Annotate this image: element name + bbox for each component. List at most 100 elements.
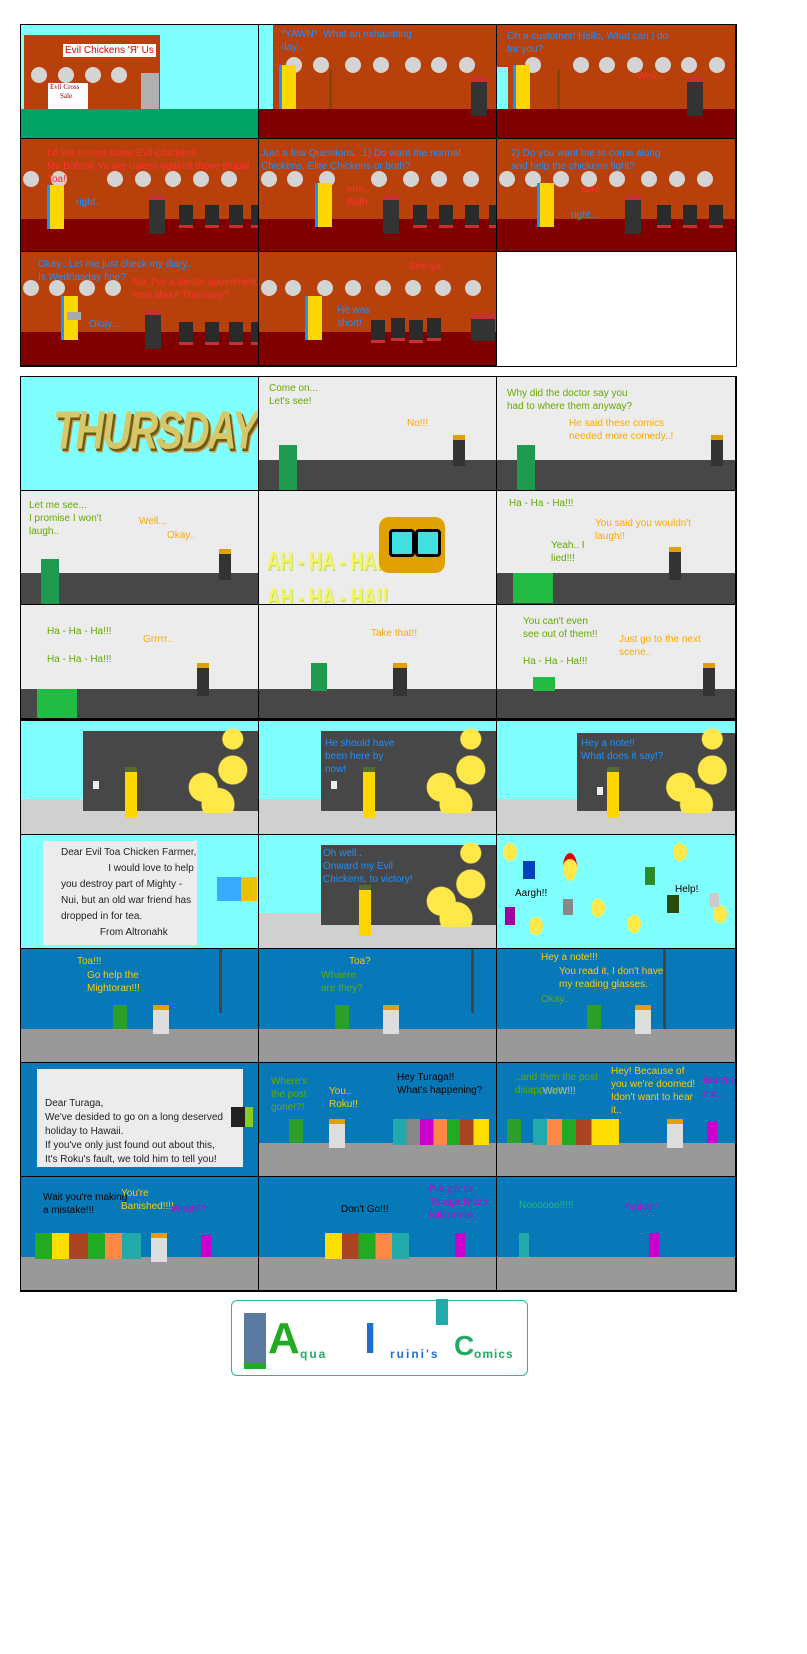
street <box>21 573 258 604</box>
chicken <box>529 917 543 935</box>
turaga-character <box>635 1005 651 1034</box>
turaga-character <box>153 1005 169 1034</box>
speech-bubble: Well... <box>637 71 665 82</box>
evil-chicken <box>229 205 243 228</box>
speech-bubble: Why did the doctor say you had to where … <box>507 388 633 412</box>
sale-poster: Evil Cross Sale <box>48 83 88 109</box>
speech-bubble: ..and then the post disappeared!! <box>515 1072 598 1096</box>
poster-line-2: Sale <box>60 92 73 100</box>
panel-grrrr: Ha - Ha - Ha!!! Ha - Ha - Ha!!! Grrrrr.. <box>21 605 259 719</box>
purple-matoran <box>707 1121 717 1143</box>
panel-altronahk-letter: Dear Evil Toa Chicken Farmer, I would lo… <box>21 835 259 949</box>
speech-bubble: Aargh!! <box>515 888 548 899</box>
note-paper <box>331 781 337 789</box>
comic-strip-1: Evil Chickens 'Я' Us Evil Cross Sale *YA… <box>20 24 737 367</box>
window <box>599 57 615 73</box>
window <box>609 171 625 187</box>
window <box>105 280 121 296</box>
speech-bubble: You.. Roku!! <box>329 1086 358 1110</box>
window <box>459 57 475 73</box>
turaga-character <box>383 1005 399 1034</box>
chicken <box>627 915 641 933</box>
speech-bubble: Toa? <box>349 956 371 967</box>
window <box>51 171 67 187</box>
window <box>465 280 481 296</box>
speech-bubble: What!?! <box>171 1204 206 1215</box>
farmer-matoran <box>667 895 679 913</box>
window <box>655 57 671 73</box>
matoran-group <box>35 1233 141 1259</box>
window <box>435 280 451 296</box>
panel-let-me-see: Let me see... I promise I won't laugh.. … <box>21 491 259 605</box>
chicken-group <box>181 727 255 813</box>
window <box>371 171 387 187</box>
letter-note: Dear Evil Toa Chicken Farmer, I would lo… <box>43 841 197 945</box>
bohrok-va-character <box>383 195 399 234</box>
panel-turaga-letter: Dear Turaga, We've desided to go on a lo… <box>21 1063 259 1177</box>
turaga-character <box>329 1119 345 1148</box>
panel-dont-go: Don't Go!!! I've got to.. Turaga Niczo t… <box>259 1177 497 1291</box>
panel-wheres-the-post: Where's the post gone!?! You.. Roku!! He… <box>259 1063 497 1177</box>
panel-thursday-title: THURSDAY <box>21 377 259 491</box>
empty-slot <box>497 252 736 366</box>
bohrok-va-character <box>145 310 161 349</box>
logo-word-ruinis: ruini's <box>390 1347 440 1361</box>
window <box>405 280 421 296</box>
chicken <box>503 843 517 861</box>
speech-bubble: Oh well.. Onward my Evil Chickens, to vi… <box>323 848 413 885</box>
comic-strip-2: THURSDAY Come on... Let's see! No!!! Why… <box>20 376 737 1292</box>
speech-bubble: You said you wouldn't laugh!! <box>595 518 692 542</box>
floor <box>497 219 735 251</box>
pavement <box>497 1143 735 1176</box>
window <box>85 67 101 83</box>
speech-bubble: You can't even see out of them!! <box>523 616 598 640</box>
toa-character <box>47 185 64 229</box>
purple-matoran <box>201 1235 211 1257</box>
speech-bubble: Help! <box>675 884 699 895</box>
speech-bubble: But I'm not.. <box>703 1076 734 1100</box>
green-toa-character <box>335 1005 349 1029</box>
window <box>193 171 209 187</box>
window <box>31 67 47 83</box>
speech-bubble: Noooooo!!!!! <box>519 1200 574 1211</box>
chicken <box>591 899 605 917</box>
panel-toa-go-help: Toa!!! Go help the Mightoran!!! <box>21 949 259 1063</box>
panel-ah-ha-ha: AH - HA - HA!! AH - HA - HA!! <box>259 491 497 605</box>
window <box>23 280 39 296</box>
window <box>431 57 447 73</box>
laugh-text: AH - HA - HA!! <box>267 547 389 575</box>
evil-chicken <box>683 205 697 228</box>
green-toa-character <box>279 445 297 490</box>
speech-bubble: Come on... Let's see! <box>269 383 318 407</box>
speech-bubble: See-ya! <box>409 261 444 272</box>
window <box>107 171 123 187</box>
speech-bubble: Wait you're making a mistake!!! <box>43 1192 128 1216</box>
speech-bubble: Ha - Ha - Ha!!! <box>509 498 574 509</box>
panel-take-that: Take that!! <box>259 605 497 719</box>
panel-come-along: 2) Do you want me to come along and help… <box>497 139 736 252</box>
grey-matoran <box>563 899 573 915</box>
note-paper <box>93 781 99 789</box>
title-card-text: THURSDAY <box>53 401 258 461</box>
window <box>405 57 421 73</box>
aqua-iruinis-comics-logo: A qua I ruini's C omics <box>231 1299 528 1376</box>
window <box>553 171 569 187</box>
doorway <box>497 67 508 109</box>
green-toa-character <box>311 663 327 691</box>
speech-bubble: Ha - Ha - Ha!!! <box>47 626 112 637</box>
chicken <box>563 853 577 881</box>
evil-toa-farmer <box>359 885 371 936</box>
grass <box>21 109 258 138</box>
panel-doctor: Why did the doctor say you had to where … <box>497 377 736 491</box>
purple-matoran <box>649 1233 659 1257</box>
evil-toa-farmer <box>363 767 375 818</box>
speech-bubble: Hey a note!!! <box>541 952 598 963</box>
diary-book <box>67 312 81 320</box>
window <box>285 280 301 296</box>
street <box>497 460 735 490</box>
window <box>375 280 391 296</box>
window <box>627 57 643 73</box>
pavement <box>21 1257 258 1290</box>
speech-bubble: Ha - Ha - Ha!!! <box>47 654 112 665</box>
turaga-mask-closeup <box>379 517 445 573</box>
